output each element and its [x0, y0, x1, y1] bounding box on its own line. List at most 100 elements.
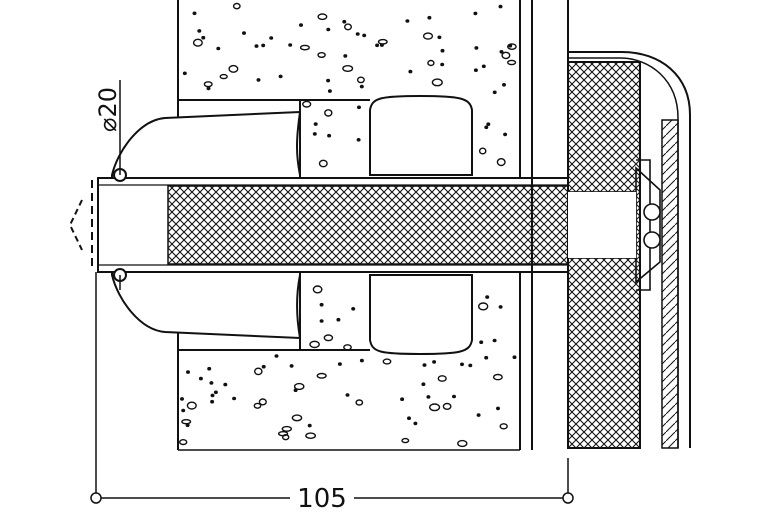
aggregate-speck	[496, 158, 506, 167]
aggregate-speck	[181, 408, 186, 413]
aggregate-speck	[185, 370, 190, 374]
aggregate-speck	[492, 338, 497, 343]
aggregate-speck	[192, 11, 197, 16]
aggregate-speck	[299, 23, 304, 27]
aggregate-speck	[213, 390, 218, 395]
aggregate-speck	[258, 398, 267, 406]
aggregate-speck	[401, 437, 410, 444]
sleeve-segment	[300, 94, 473, 356]
aggregate-speck	[232, 2, 241, 10]
aggregate-speck	[429, 403, 441, 412]
threaded-rod	[167, 185, 569, 265]
concrete-aggregate	[178, 2, 517, 448]
aggregate-speck	[362, 33, 367, 38]
aggregate-speck	[473, 68, 478, 72]
aggregate-speck	[291, 414, 303, 422]
aggregate-speck	[460, 362, 465, 367]
aggregate-speck	[468, 363, 473, 368]
aggregate-speck	[228, 64, 239, 73]
aggregate-speck	[319, 302, 324, 307]
aggregate-speck	[440, 48, 445, 53]
washer-icon	[643, 203, 661, 221]
aggregate-speck	[457, 439, 468, 448]
aggregate-speck	[313, 122, 318, 126]
aggregate-speck	[307, 423, 312, 428]
aggregate-speck	[498, 305, 503, 309]
aggregate-speck	[478, 147, 487, 155]
aggregate-speck	[219, 73, 228, 80]
aggregate-speck	[498, 4, 503, 9]
aggregate-speck	[254, 44, 259, 48]
aggregate-speck	[342, 19, 347, 24]
aggregate-speck	[426, 395, 431, 399]
aggregate-speck	[210, 393, 215, 398]
aggregate-speck	[269, 36, 274, 40]
aggregate-speck	[302, 100, 312, 108]
aggregate-speck	[356, 137, 361, 142]
aggregate-speck	[256, 78, 261, 82]
aggregate-speck	[324, 109, 333, 117]
aggregate-speck	[442, 402, 452, 411]
aggregate-speck	[359, 358, 364, 363]
aggregate-speck	[512, 355, 517, 360]
aggregate-speck	[437, 375, 447, 382]
aggregate-speck	[473, 11, 478, 16]
aggregate-speck	[253, 402, 262, 409]
aggregate-speck	[232, 396, 237, 401]
aggregate-speck	[343, 54, 348, 58]
aggregate-speck	[293, 382, 305, 391]
aggregate-speck	[185, 423, 190, 428]
aggregate-speck	[421, 382, 426, 387]
aggregate-speck	[422, 363, 427, 367]
bolt-shaft	[97, 177, 569, 273]
aggregate-speck	[344, 23, 353, 31]
aggregate-speck	[274, 354, 279, 358]
aggregate-speck	[241, 31, 246, 35]
aggregate-speck	[452, 394, 457, 399]
aggregate-speck	[253, 367, 263, 376]
aggregate-speck	[357, 105, 362, 110]
aggregate-speck	[216, 46, 221, 51]
aggregate-speck	[282, 434, 290, 441]
aggregate-speck	[192, 38, 203, 47]
aggregate-speck	[203, 81, 213, 88]
aggregate-speck	[507, 59, 517, 66]
aggregate-speck	[499, 50, 504, 54]
aggregate-speck	[413, 421, 418, 426]
aggregate-speck	[179, 397, 184, 401]
aggregate-speck	[336, 317, 341, 322]
aggregate-speck	[359, 84, 364, 89]
aggregate-speck	[382, 358, 392, 365]
aggregate-speck	[327, 89, 332, 93]
aggregate-speck	[317, 52, 326, 59]
aggregate-speck	[207, 366, 212, 371]
aggregate-speck	[356, 76, 365, 84]
aggregate-speck	[427, 59, 435, 67]
aggregate-speck	[499, 423, 508, 430]
aggregate-speck	[288, 43, 293, 47]
aggregate-speck	[299, 44, 310, 51]
aggregate-speck	[181, 419, 192, 425]
aggregate-speck	[501, 51, 511, 60]
aggregate-speck	[407, 416, 412, 421]
aggregate-speck	[440, 62, 445, 67]
aggregate-speck	[316, 372, 327, 379]
aggregate-speck	[197, 29, 202, 33]
wall-face	[531, 0, 569, 450]
aggregate-speck	[431, 78, 443, 87]
aggregate-speck	[312, 132, 317, 136]
aggregate-speck	[345, 393, 350, 397]
aggregate-speck	[379, 43, 384, 47]
aggregate-speck	[337, 362, 342, 366]
aggregate-speck	[327, 133, 332, 138]
aggregate-speck	[422, 32, 434, 40]
aggregate-speck	[427, 15, 432, 20]
aggregate-speck	[293, 388, 298, 393]
aggregate-speck	[405, 19, 410, 23]
length-dimension	[90, 272, 574, 504]
aggregate-speck	[503, 132, 508, 137]
aggregate-speck	[210, 399, 215, 404]
aggregate-speck	[476, 413, 481, 417]
aggregate-speck	[355, 32, 360, 36]
bolt-tip	[68, 168, 127, 282]
